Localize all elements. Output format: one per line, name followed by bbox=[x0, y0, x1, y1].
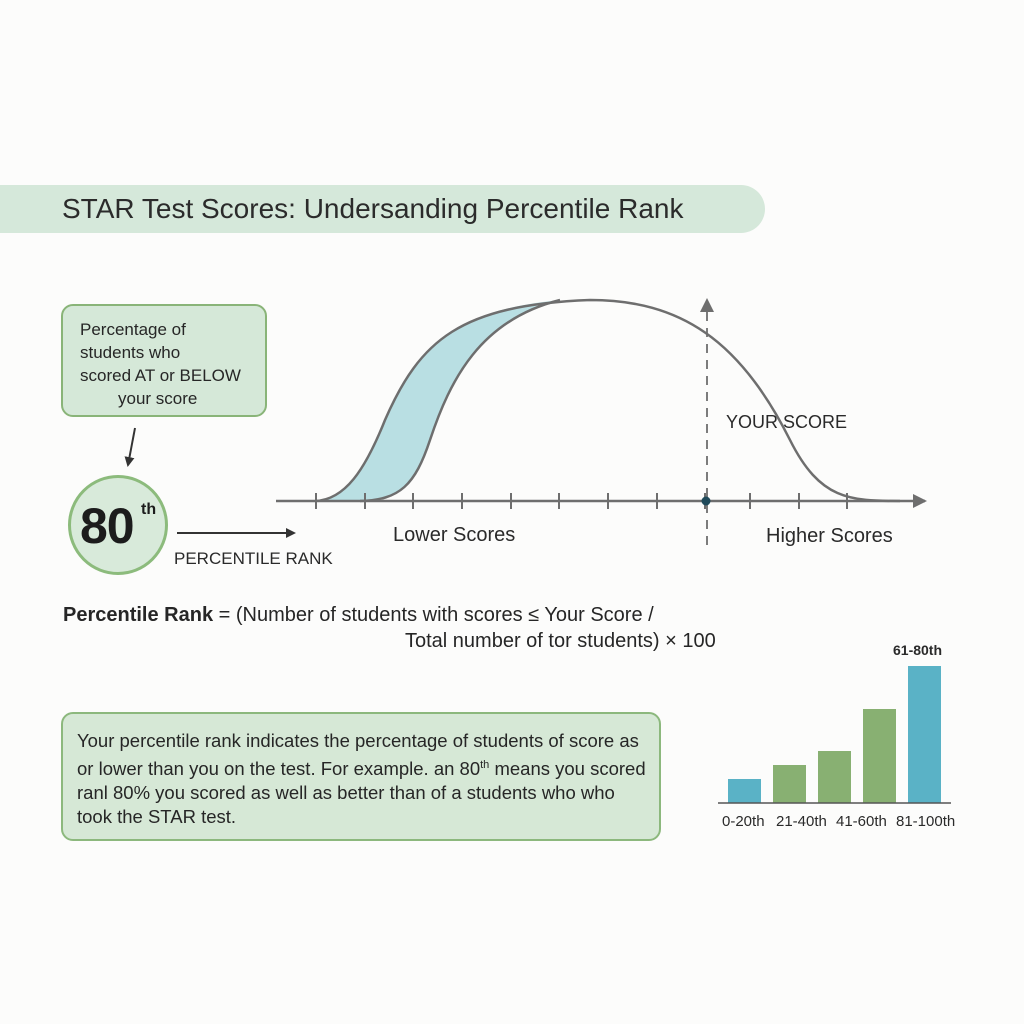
explanation-box bbox=[61, 712, 661, 841]
bar-label-81-100: 81-100th bbox=[896, 813, 956, 830]
bar-chart bbox=[718, 666, 951, 804]
percentile-suffix: th bbox=[141, 501, 157, 518]
formula-rhs-1: = (Number of students with scores ≤ Your… bbox=[213, 604, 654, 626]
bar-label-0-20: 0-20th bbox=[722, 813, 765, 830]
formula-line-2: Total number of tor students) × 100 bbox=[405, 630, 716, 652]
bar-0-20 bbox=[728, 779, 761, 803]
explanation-part-2: means you scored ranl 80% you scored as … bbox=[77, 758, 646, 828]
bar-21-40 bbox=[773, 765, 806, 803]
bar-81-100 bbox=[908, 666, 941, 803]
bar-label-41-60: 41-60th bbox=[836, 813, 887, 830]
higher-scores-label: Higher Scores bbox=[766, 525, 893, 547]
formula-lhs: Percentile Rank bbox=[63, 604, 214, 626]
inner-curve bbox=[359, 298, 561, 503]
bar-41-60 bbox=[818, 751, 851, 803]
distribution-curve bbox=[314, 298, 901, 503]
callout-line-1: Percentage of bbox=[80, 320, 186, 339]
formula-line-1: Percentile Rank = (Number of students wi… bbox=[63, 604, 654, 627]
your-score-dot bbox=[701, 496, 711, 506]
definition-callout bbox=[61, 304, 267, 417]
percentile-badge bbox=[68, 475, 168, 575]
explanation-text: Your percentile rank indicates the perce… bbox=[77, 729, 647, 829]
page-title: STAR Test Scores: Undersanding Percentil… bbox=[62, 193, 684, 224]
percentile-value: 80 bbox=[80, 498, 135, 554]
definition-callout-text: Percentage of students who scored AT or … bbox=[80, 318, 260, 410]
callout-line-2: students who bbox=[80, 343, 181, 362]
shaded-area bbox=[315, 300, 560, 501]
callout-line-4: your score bbox=[118, 389, 198, 408]
explanation-sup: th bbox=[480, 759, 490, 771]
callout-arrow-icon bbox=[124, 427, 136, 467]
bar-61-80 bbox=[863, 709, 896, 803]
bar-top-label: 61-80th bbox=[893, 642, 943, 658]
your-score-label: YOUR SCORE bbox=[726, 412, 848, 432]
axis-ticks bbox=[315, 493, 848, 509]
percentile-rank-label: PERCENTILE RANK bbox=[174, 549, 333, 568]
explanation-part-1: Your percentile rank indicates the perce… bbox=[77, 730, 639, 780]
bar-label-21-40: 21-40th bbox=[776, 813, 827, 830]
lower-scores-label: Lower Scores bbox=[393, 524, 516, 546]
callout-line-3: scored AT or BELOW bbox=[80, 366, 241, 385]
title-banner bbox=[0, 185, 765, 233]
